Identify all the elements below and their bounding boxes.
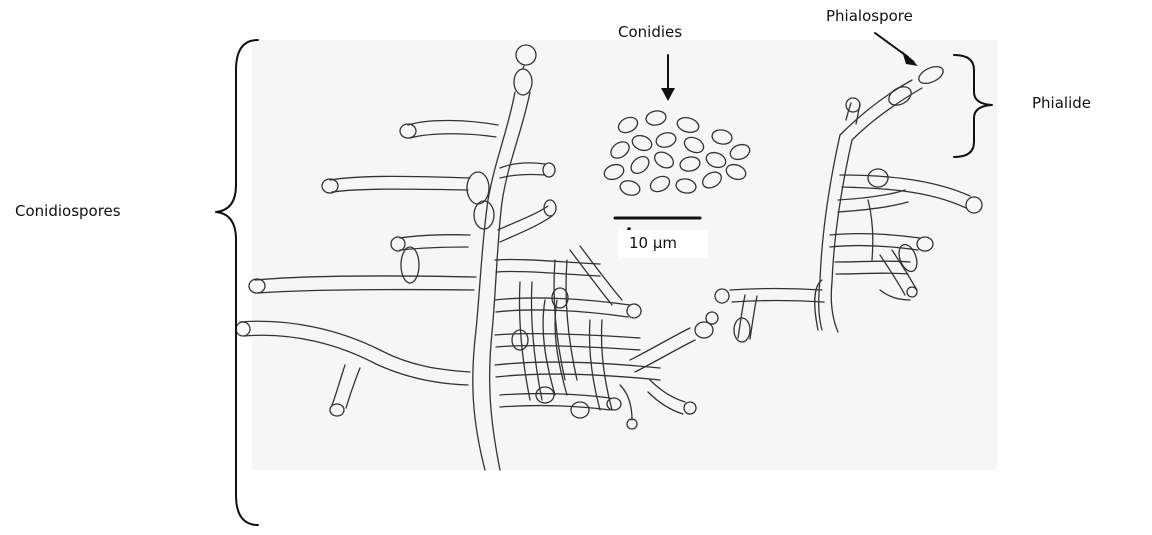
scale-bar-label: 10 µm <box>629 234 677 252</box>
conidiospores-brace <box>216 40 258 525</box>
conidiospores-label: Conidiospores <box>15 202 121 220</box>
phialide-label: Phialide <box>1032 94 1091 112</box>
phialospore-label: Phialospore <box>826 7 913 25</box>
conidies-label: Conidies <box>618 23 682 41</box>
